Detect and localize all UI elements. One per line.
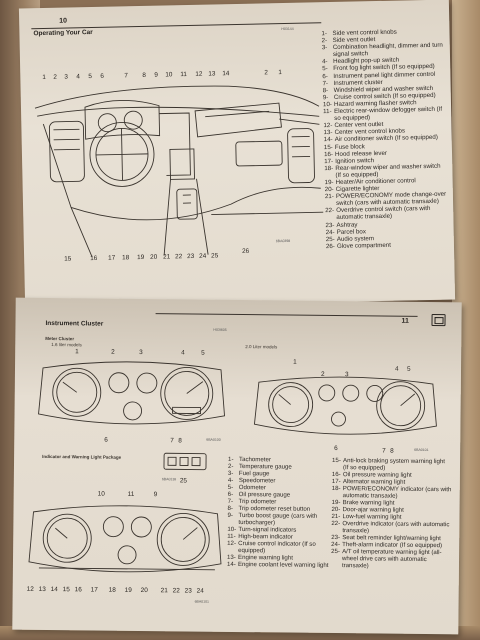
callout: 7 bbox=[124, 72, 128, 80]
callout: 24 bbox=[199, 252, 207, 260]
callout: 19 bbox=[124, 586, 132, 594]
legend-item: 18-POWER/ECONOMY indicator (cars with au… bbox=[331, 484, 452, 500]
callout: 10 bbox=[97, 490, 105, 498]
callout: 6 bbox=[100, 72, 104, 80]
callout: 12 bbox=[26, 585, 34, 593]
indicator-cluster-reference: 6BA0101 bbox=[194, 599, 210, 604]
right-cluster-reference: 6BA0101 bbox=[414, 447, 429, 453]
header-rule bbox=[155, 313, 418, 317]
callout: 18 bbox=[122, 254, 130, 262]
header-rule bbox=[31, 22, 322, 30]
callout: 8 bbox=[178, 437, 182, 445]
callout: 23 bbox=[187, 252, 195, 261]
callout: 17 bbox=[90, 586, 98, 594]
section-title: Instrument Cluster bbox=[45, 319, 104, 328]
callout: 22 bbox=[175, 253, 183, 261]
callout: 20 bbox=[140, 586, 148, 595]
callout: 21 bbox=[160, 587, 168, 595]
manual-page-10: 10 Operating Your Car H03144 bbox=[18, 0, 456, 309]
callout: 3 bbox=[139, 348, 143, 357]
callout: 1 bbox=[75, 348, 79, 356]
callout: 4 bbox=[181, 349, 185, 357]
page-number: 11 bbox=[401, 317, 409, 325]
meter-cluster-title: Meter Cluster bbox=[45, 335, 75, 342]
callout: 9 bbox=[153, 491, 158, 499]
callout: 17 bbox=[108, 254, 116, 262]
section-tab-icon bbox=[431, 314, 446, 327]
callout: 13 bbox=[208, 70, 216, 78]
reference-code: H03I605 bbox=[213, 327, 227, 332]
legend-item: 9-Turbo boost gauge (cars with turbochar… bbox=[227, 511, 318, 527]
illustration-reference: 6BA0398 bbox=[275, 238, 291, 244]
callout: 8 bbox=[390, 447, 394, 455]
callout: 1 bbox=[42, 73, 46, 82]
callout: 2 bbox=[320, 370, 325, 378]
callout: 9 bbox=[154, 71, 158, 79]
callout: 14 bbox=[50, 586, 58, 594]
legend-item: 22-Overdrive indicator (cars with automa… bbox=[331, 519, 450, 535]
callout: 3 bbox=[344, 371, 349, 379]
legend-item: 25-A/T oil temperature warning light (al… bbox=[331, 547, 442, 570]
callout: 21 bbox=[163, 253, 171, 261]
callout: 15 bbox=[62, 586, 70, 594]
callout: 4 bbox=[394, 365, 399, 373]
callout: 19 bbox=[137, 253, 145, 262]
callout: 18 bbox=[108, 586, 116, 594]
callout: 15 bbox=[64, 255, 72, 263]
callout: 13 bbox=[38, 585, 46, 594]
callout: 2 bbox=[264, 69, 268, 77]
dashboard-callouts-bottom: 15 16 17 18 19 20 21 22 23 24 25 26 bbox=[19, 0, 449, 263]
callout: 25 bbox=[179, 477, 187, 485]
callout: 1 bbox=[293, 358, 297, 366]
legend-item: 12-Cruise control indicator (If so equip… bbox=[227, 539, 316, 555]
reference-code: H03144 bbox=[281, 26, 294, 32]
callout: 7 bbox=[170, 437, 174, 445]
callout: 14 bbox=[222, 70, 230, 78]
left-variant-note: 1.6 liter models bbox=[51, 342, 82, 348]
right-variant-note: 2.0 Liter models bbox=[245, 344, 278, 350]
meter-cluster-illustration-left bbox=[38, 361, 226, 425]
callout: 6 bbox=[334, 445, 338, 453]
callout: 5 bbox=[201, 349, 205, 357]
cluster-legend-left: 1-Tachometer 2-Temperature gauge 3-Fuel … bbox=[227, 456, 332, 569]
dashboard-illustration bbox=[34, 85, 324, 258]
callout: 10 bbox=[165, 71, 173, 79]
manual-page-11: 11 Instrument Cluster H03I605 Meter Clus… bbox=[12, 297, 462, 635]
callout: 11 bbox=[127, 490, 135, 498]
dashboard-legend: 1-Side vent control knobs 2-Side vent ou… bbox=[321, 28, 448, 250]
dashboard-callouts-top: 1 2 3 4 5 6 7 8 9 10 11 12 13 14 2 1 bbox=[19, 0, 449, 81]
legend-item: 26-Glove compartment bbox=[325, 241, 392, 250]
indicator-cluster-illustration bbox=[28, 505, 222, 573]
callout: 24 bbox=[196, 587, 204, 595]
callout: 12 bbox=[195, 70, 203, 78]
warning-package-title: Indicator and Warning Light Package bbox=[42, 453, 122, 460]
callout: 25 bbox=[211, 252, 219, 260]
callout: 11 bbox=[180, 71, 188, 79]
callout: 26 bbox=[241, 247, 250, 255]
callout: 8 bbox=[142, 71, 146, 79]
callout: 1 bbox=[278, 69, 282, 77]
warning-light-package-illustration bbox=[163, 452, 207, 471]
callout: 5 bbox=[406, 365, 411, 373]
meter-cluster-illustration-right bbox=[253, 376, 437, 435]
legend-item: 14-Engine coolant level warning light bbox=[226, 560, 329, 569]
callout: 2 bbox=[111, 348, 115, 356]
callout: 20 bbox=[150, 253, 158, 261]
legend-item: 15-Anti-lock braking system warning ligh… bbox=[332, 456, 446, 472]
page-number: 10 bbox=[59, 17, 68, 25]
callout: 3 bbox=[64, 73, 68, 81]
callout: 7 bbox=[382, 447, 386, 455]
section-title: Operating Your Car bbox=[33, 28, 93, 38]
callout: 5 bbox=[88, 73, 92, 81]
callout: 22 bbox=[172, 587, 180, 595]
callout: 2 bbox=[53, 73, 57, 81]
callout: 4 bbox=[76, 73, 80, 81]
callout: 16 bbox=[90, 254, 98, 263]
callout: 6 bbox=[104, 436, 108, 444]
callout: 16 bbox=[74, 586, 82, 594]
callout: 23 bbox=[184, 587, 192, 595]
cluster-legend-right: 15-Anti-lock braking system warning ligh… bbox=[331, 457, 452, 570]
left-cluster-reference: 6BA0100 bbox=[206, 437, 221, 442]
warning-package-reference: 6BA0138 bbox=[161, 477, 177, 482]
